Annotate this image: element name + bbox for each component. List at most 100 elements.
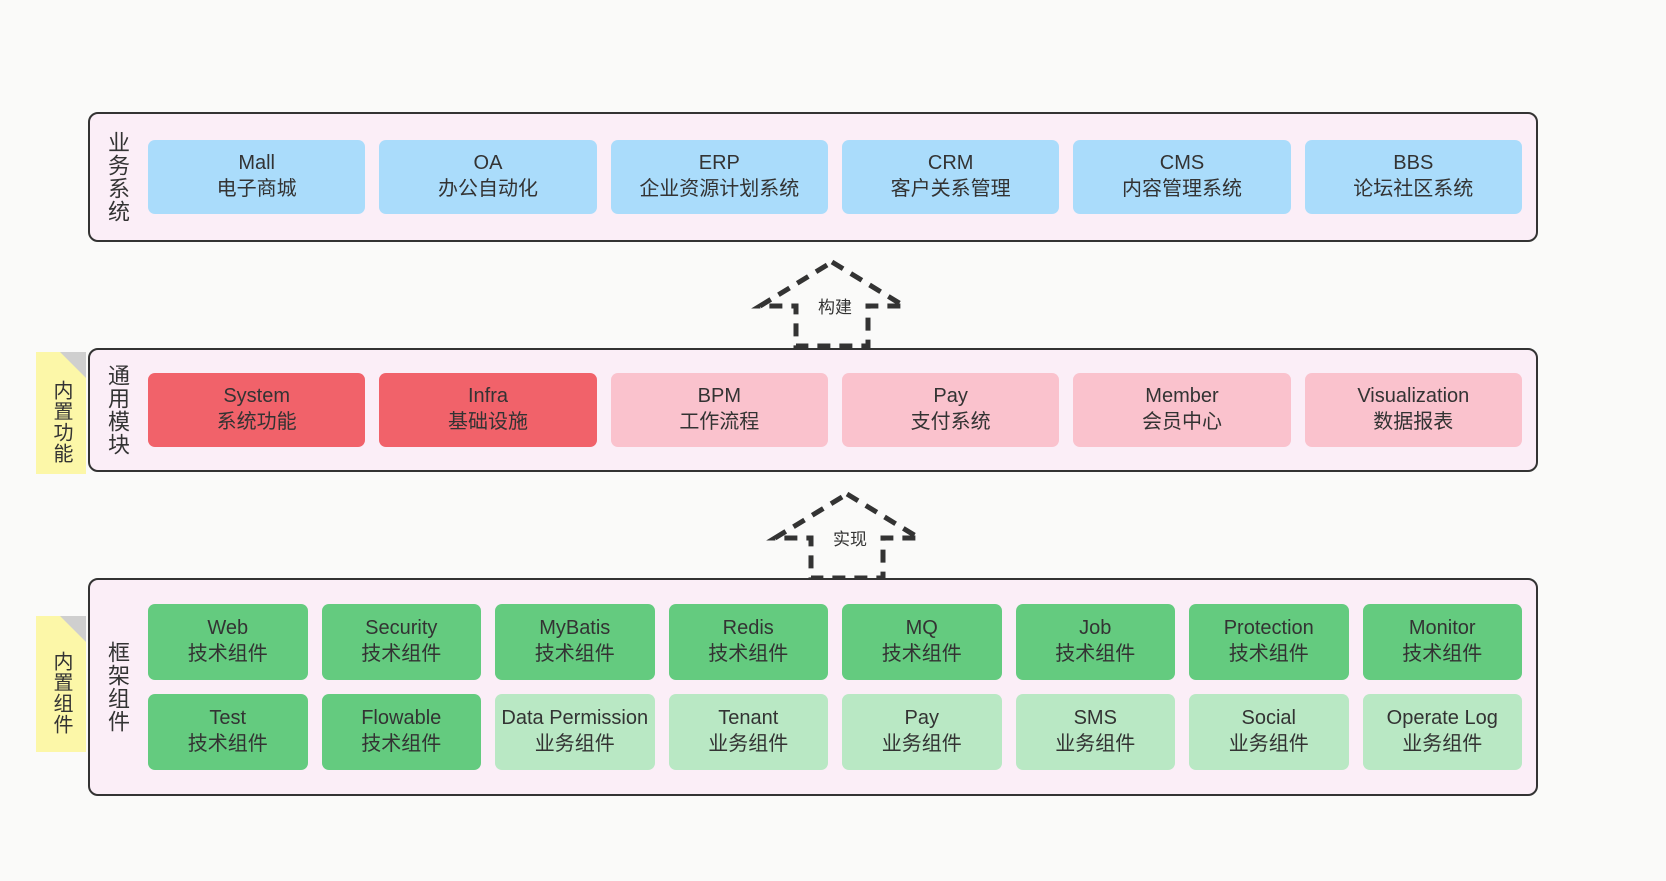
card-title-en: Infra [467, 385, 508, 408]
card-job[interactable]: Job 技术组件 [1015, 604, 1175, 680]
card-title-cn: 技术组件 [361, 733, 442, 755]
card-title-cn: 业务组件 [534, 733, 615, 755]
layer-body-framework-component: Web 技术组件 Security 技术组件 MyBatis 技术组件 Redi… [144, 580, 1536, 794]
card-title-cn: 系统功能 [216, 411, 297, 433]
card-title-cn: 技术组件 [534, 643, 615, 665]
card-title-en: Test [209, 707, 247, 730]
card-protection[interactable]: Protection 技术组件 [1189, 604, 1349, 680]
card-member[interactable]: Member 会员中心 [1073, 373, 1291, 447]
card-title-en: MyBatis [539, 617, 611, 640]
card-title-cn: 数据报表 [1373, 411, 1454, 433]
card-title-en: Data Permission [501, 707, 649, 730]
card-title-cn: 业务组件 [881, 733, 962, 755]
card-visualization[interactable]: Visualization 数据报表 [1304, 373, 1522, 447]
sticky-label: 内置组件 [50, 651, 72, 735]
card-flowable[interactable]: Flowable 技术组件 [321, 694, 481, 770]
card-title-en: Protection [1223, 617, 1314, 640]
card-title-en: Flowable [361, 707, 442, 730]
card-title-cn: 技术组件 [1402, 643, 1483, 665]
card-title-cn: 业务组件 [1402, 733, 1483, 755]
card-title-cn: 技术组件 [187, 643, 268, 665]
card-title-cn: 技术组件 [881, 643, 962, 665]
card-title-en: Tenant [718, 707, 779, 730]
card-erp[interactable]: ERP 企业资源计划系统 [610, 140, 828, 214]
arrow-implement: 实现 [766, 490, 928, 582]
card-row: System 系统功能 Infra 基础设施 BPM 工作流程 Pay 支付系统… [148, 373, 1522, 447]
card-crm[interactable]: CRM 客户关系管理 [841, 140, 1060, 214]
arrow-build-label: 构建 [816, 298, 854, 317]
card-mybatis[interactable]: MyBatis 技术组件 [495, 604, 655, 680]
card-cms[interactable]: CMS 内容管理系统 [1073, 140, 1291, 214]
card-tenant[interactable]: Tenant 业务组件 [668, 694, 828, 770]
layer-body-business-system: Mall 电子商城 OA 办公自动化 ERP 企业资源计划系统 CRM 客户关系… [144, 114, 1536, 240]
card-infra[interactable]: Infra 基础设施 [379, 373, 597, 447]
card-oa[interactable]: OA 办公自动化 [379, 140, 597, 214]
card-title-en: Member [1145, 385, 1219, 408]
card-title-en: Web [207, 617, 249, 640]
card-title-cn: 技术组件 [1055, 643, 1136, 665]
card-title-en: Pay [933, 385, 968, 408]
card-row: Web 技术组件 Security 技术组件 MyBatis 技术组件 Redi… [148, 604, 1522, 680]
card-title-cn: 会员中心 [1141, 411, 1222, 433]
card-title-cn: 工作流程 [679, 411, 760, 433]
card-title-en: Social [1241, 707, 1296, 730]
layer-common-module: 通用模块 System 系统功能 Infra 基础设施 BPM 工作流程 Pay… [88, 348, 1538, 472]
card-security[interactable]: Security 技术组件 [321, 604, 481, 680]
card-title-en: Pay [904, 707, 939, 730]
card-bpm[interactable]: BPM 工作流程 [610, 373, 828, 447]
card-title-en: BPM [697, 385, 741, 408]
card-title-en: Security [365, 617, 438, 640]
card-pay[interactable]: Pay 支付系统 [841, 373, 1060, 447]
sticky-label: 内置功能 [50, 380, 72, 464]
layer-business-system: 业务系统 Mall 电子商城 OA 办公自动化 ERP 企业资源计划系统 CRM… [88, 112, 1538, 242]
card-title-en: Mall [238, 152, 275, 175]
card-bbs[interactable]: BBS 论坛社区系统 [1304, 140, 1522, 214]
card-title-cn: 基础设施 [447, 411, 528, 433]
card-title-cn: 办公自动化 [437, 178, 538, 200]
card-title-cn: 客户关系管理 [890, 178, 1011, 200]
card-title-cn: 电子商城 [216, 178, 297, 200]
card-title-en: SMS [1073, 707, 1117, 730]
layer-title-business-system: 业务系统 [104, 131, 130, 223]
sticky-builtin-component: 内置组件 [36, 616, 86, 752]
card-title-en: ERP [698, 152, 740, 175]
card-title-en: Job [1079, 617, 1112, 640]
card-title-cn: 论坛社区系统 [1353, 178, 1474, 200]
card-title-en: MQ [905, 617, 938, 640]
card-system[interactable]: System 系统功能 [148, 373, 366, 447]
card-title-cn: 支付系统 [910, 411, 991, 433]
card-redis[interactable]: Redis 技术组件 [668, 604, 828, 680]
card-title-en: Redis [722, 617, 774, 640]
card-title-en: OA [473, 152, 503, 175]
layer-title-framework-component: 框架组件 [104, 641, 130, 733]
arrow-implement-label: 实现 [831, 530, 869, 549]
card-title-en: System [223, 385, 290, 408]
card-web[interactable]: Web 技术组件 [148, 604, 308, 680]
card-monitor[interactable]: Monitor 技术组件 [1362, 604, 1522, 680]
layer-framework-component: 框架组件 Web 技术组件 Security 技术组件 MyBatis 技术组件… [88, 578, 1538, 796]
card-title-cn: 业务组件 [1228, 733, 1309, 755]
card-mq[interactable]: MQ 技术组件 [842, 604, 1002, 680]
card-title-cn: 业务组件 [1055, 733, 1136, 755]
card-title-cn: 内容管理系统 [1121, 178, 1242, 200]
card-social[interactable]: Social 业务组件 [1189, 694, 1349, 770]
card-title-en: BBS [1393, 152, 1434, 175]
card-sms[interactable]: SMS 业务组件 [1015, 694, 1175, 770]
card-data-permission[interactable]: Data Permission 业务组件 [495, 694, 655, 770]
layer-body-common-module: System 系统功能 Infra 基础设施 BPM 工作流程 Pay 支付系统… [144, 350, 1536, 470]
card-title-en: Operate Log [1386, 707, 1498, 730]
card-title-cn: 技术组件 [361, 643, 442, 665]
card-title-en: CMS [1159, 152, 1205, 175]
arrow-build: 构建 [751, 258, 913, 350]
sticky-builtin-function: 内置功能 [36, 352, 86, 474]
card-mall[interactable]: Mall 电子商城 [148, 140, 366, 214]
card-test[interactable]: Test 技术组件 [148, 694, 308, 770]
card-row: Mall 电子商城 OA 办公自动化 ERP 企业资源计划系统 CRM 客户关系… [148, 140, 1522, 214]
card-title-cn: 技术组件 [187, 733, 268, 755]
card-row: Test 技术组件 Flowable 技术组件 Data Permission … [148, 694, 1522, 770]
card-pay-business[interactable]: Pay 业务组件 [842, 694, 1002, 770]
card-operate-log[interactable]: Operate Log 业务组件 [1362, 694, 1522, 770]
card-title-cn: 技术组件 [708, 643, 789, 665]
card-title-cn: 企业资源计划系统 [639, 178, 800, 200]
